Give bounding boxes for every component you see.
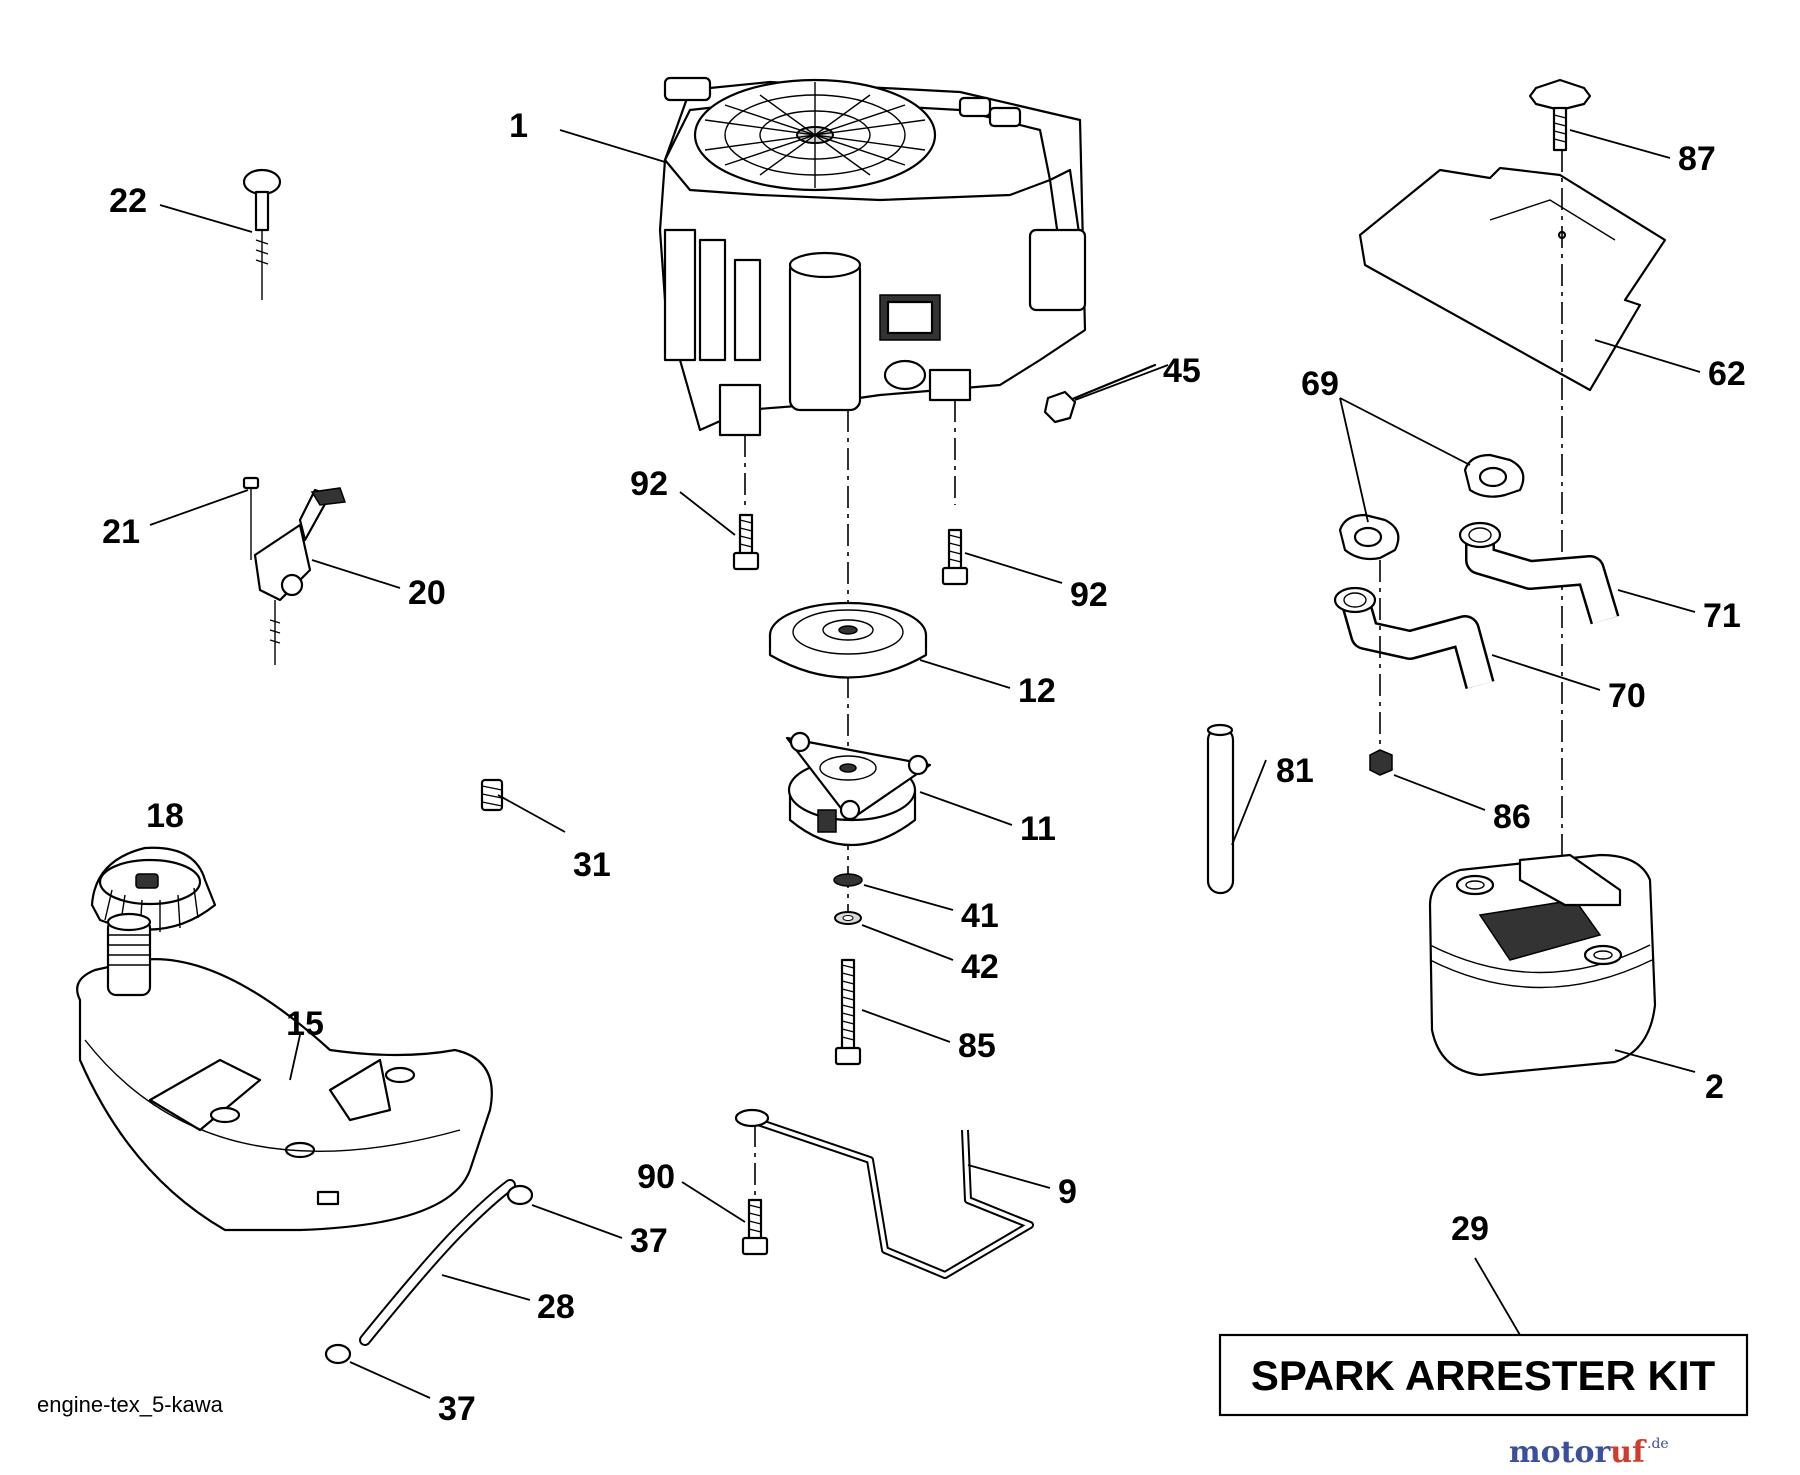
callout-29: 29 [1451, 1210, 1489, 1248]
callout-62: 62 [1708, 355, 1746, 393]
callout-28: 28 [537, 1288, 575, 1326]
knob-22-drawing [242, 168, 282, 300]
clamp-37-upper-drawing [506, 1184, 534, 1206]
callout-81: 81 [1276, 752, 1314, 790]
callout-41: 41 [961, 897, 999, 935]
callout-20: 20 [408, 574, 446, 612]
spark-arrester-kit-box [1218, 1333, 1749, 1417]
bolt-92-right-drawing [941, 528, 969, 586]
rod-9-drawing [734, 1108, 1034, 1279]
svg-text:motoruf: motoruf [1509, 1435, 1647, 1470]
callout-9: 9 [1058, 1173, 1077, 1211]
pulley-drawing [768, 601, 928, 679]
callout-21: 21 [102, 513, 140, 551]
callout-69: 69 [1301, 365, 1339, 403]
clamp-37-lower-drawing [324, 1343, 352, 1365]
callout-87: 87 [1678, 140, 1716, 178]
callout-71: 71 [1703, 597, 1741, 635]
callout-1: 1 [509, 107, 528, 145]
callout-37-lower: 37 [438, 1390, 476, 1428]
callout-85: 85 [958, 1027, 996, 1065]
callout-70: 70 [1608, 677, 1646, 715]
muffler-drawing [1428, 853, 1657, 1077]
bolt-85-drawing [834, 958, 862, 1066]
bolt-92-left-drawing [732, 513, 760, 571]
callout-2: 2 [1705, 1068, 1724, 1106]
leader-lines [149, 129, 1701, 1399]
sensor-drawing [1043, 363, 1157, 424]
callout-37-upper: 37 [630, 1222, 668, 1260]
diagram-source-label: engine-tex_5-kawa [37, 1392, 224, 1417]
gasket-69-upper-drawing [1463, 453, 1525, 498]
callout-92-left: 92 [630, 465, 668, 503]
watermark-logo: motoruf .de [1509, 1435, 1669, 1470]
callout-86: 86 [1493, 798, 1531, 836]
callout-12: 12 [1018, 672, 1056, 710]
spark-arrester-kit-label: SPARK ARRESTER KIT [1251, 1352, 1716, 1399]
callout-22: 22 [109, 182, 147, 220]
callout-90: 90 [637, 1158, 675, 1196]
throttle-drawing [242, 476, 347, 665]
callout-31: 31 [573, 846, 611, 884]
fuel-tank-drawing [76, 912, 493, 1232]
callout-15: 15 [286, 1005, 324, 1043]
callout-45: 45 [1163, 352, 1201, 390]
watermark-accent: uf [1610, 1435, 1647, 1470]
callout-11: 11 [1020, 810, 1056, 848]
callout-18: 18 [146, 797, 184, 835]
washer-41-drawing [833, 873, 863, 887]
watermark-main: motor [1509, 1435, 1612, 1470]
gasket-69-lower-drawing [1338, 513, 1400, 561]
bolt-90-drawing [741, 1125, 769, 1256]
clutch-drawing [785, 731, 932, 846]
callout-42: 42 [961, 948, 999, 986]
engine-drawing [658, 76, 1087, 437]
watermark-suffix: .de [1647, 1436, 1669, 1452]
bolt-87-drawing [1528, 78, 1592, 152]
spring-31-drawing [480, 778, 504, 812]
tube-81-drawing [1206, 723, 1235, 895]
heat-shield-drawing [1358, 166, 1667, 392]
callout-92-right: 92 [1070, 576, 1108, 614]
nut-86-drawing [1369, 749, 1393, 776]
